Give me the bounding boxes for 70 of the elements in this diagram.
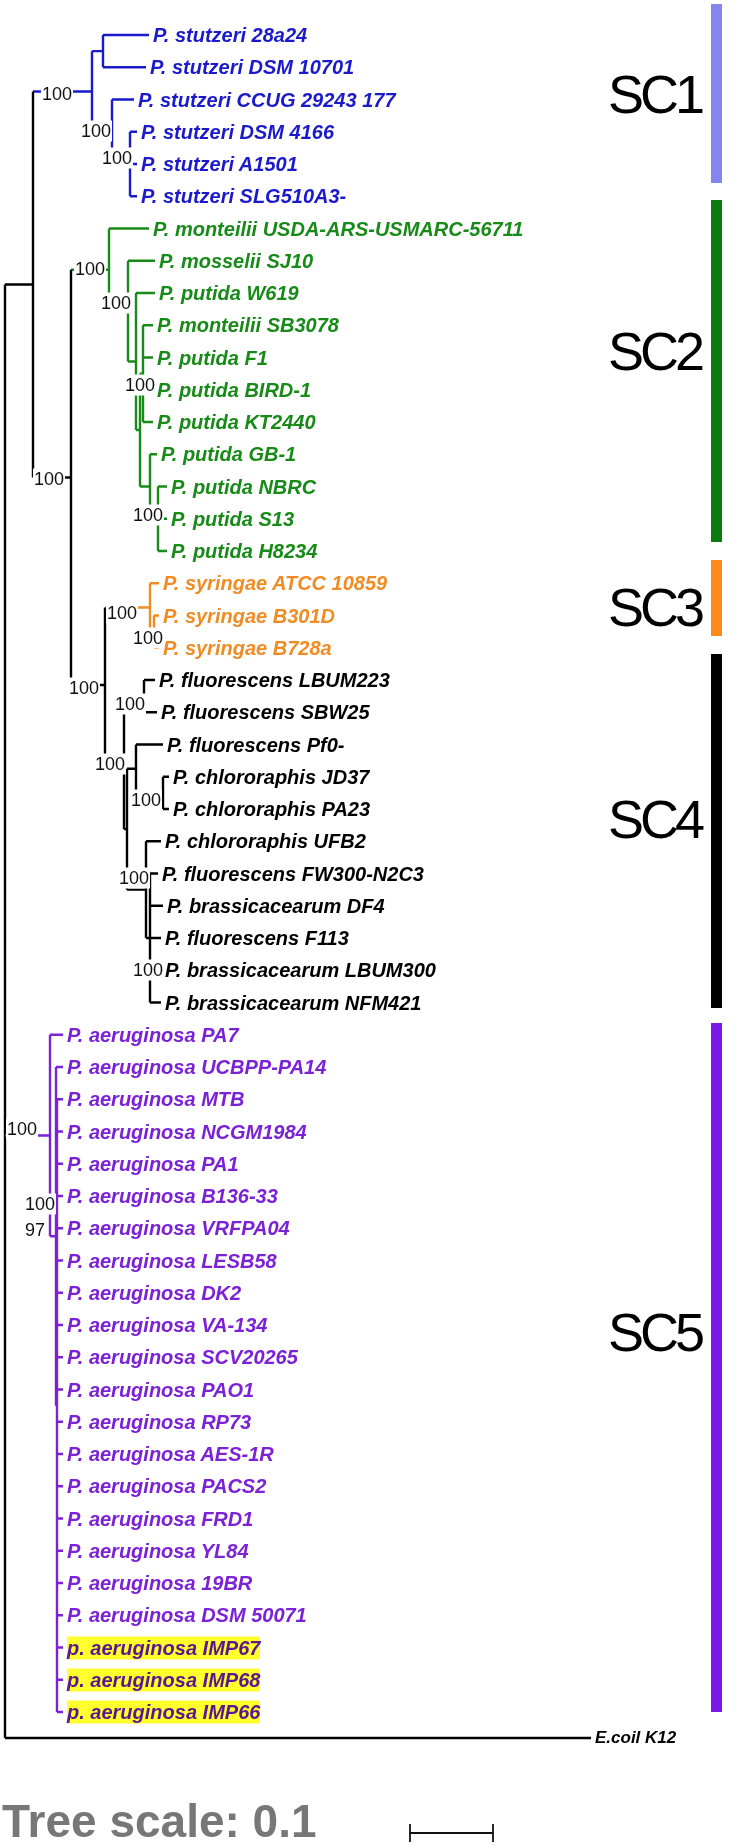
taxon-label: P. syringae B301D: [163, 604, 335, 627]
taxon-label: P. aeruginosa UCBPP-PA14: [67, 1055, 327, 1079]
taxon-label: P. brassicacearum DF4: [167, 894, 385, 918]
clade-label: SC2: [608, 320, 702, 382]
bootstrap-value: 100: [114, 693, 147, 715]
clade-label: SC1: [608, 63, 702, 125]
bootstrap-value: 100: [94, 753, 127, 775]
taxon-label: P. putida KT2440: [157, 410, 316, 434]
taxon-label: P. brassicacearum LBUM300: [165, 958, 436, 982]
bootstrap-value: 100: [124, 374, 157, 396]
taxon-label: P. aeruginosa MTB: [67, 1087, 245, 1111]
taxon-label: P. aeruginosa FRD1: [67, 1507, 254, 1530]
taxon-label: P. stutzeri 28a24: [153, 23, 308, 47]
taxon-label: P. stutzeri DSM 4166: [141, 120, 335, 144]
taxon-label: P. fluorescens LBUM223: [159, 668, 390, 692]
bootstrap-value: 100: [132, 627, 165, 649]
taxon-label: P. putida H8234: [171, 539, 318, 563]
bootstrap-value: 100: [100, 292, 133, 314]
taxon-label: P. fluorescens Pf0-: [167, 733, 345, 756]
bootstrap-value: 100: [132, 504, 165, 526]
taxon-label: P. chlororaphis JD37: [173, 765, 370, 789]
taxon-label: P. fluorescens F113: [165, 926, 349, 950]
taxon-label: P. fluorescens SBW25: [161, 700, 370, 724]
taxon-label: P. aeruginosa PAO1: [67, 1378, 255, 1401]
taxon-label: P. aeruginosa SCV20265: [67, 1345, 298, 1369]
taxon-label: P. aeruginosa AES-1R: [67, 1442, 274, 1466]
scale-label: Tree scale: 0.1: [2, 1794, 317, 1847]
taxon-label: P. aeruginosa DSM 50071: [67, 1603, 307, 1627]
taxon-label: P. stutzeri CCUG 29243 177: [138, 88, 396, 111]
taxon-label: P. aeruginosa DK2: [67, 1281, 242, 1305]
bootstrap-value: 100: [130, 789, 163, 811]
taxon-label: P. putida W619: [159, 281, 299, 305]
taxon-label: P. aeruginosa VRFPA04: [67, 1216, 290, 1240]
taxon-label: P. aeruginosa PACS2: [67, 1474, 267, 1498]
clade-label: SC4: [608, 788, 702, 850]
taxon-label: P. mosselii SJ10: [159, 249, 314, 273]
taxon-label: P. syringae ATCC 10859: [163, 571, 388, 595]
taxon-label: P. putida NBRC: [171, 475, 317, 498]
taxon-label: P. stutzeri DSM 10701: [150, 55, 355, 79]
bootstrap-value: 100: [6, 1118, 39, 1140]
taxon-label: P. stutzeri SLG510A3-: [141, 184, 347, 208]
bootstrap-value: 100: [118, 867, 151, 889]
taxon-label: P. putida BIRD-1: [157, 378, 312, 402]
bootstrap-value: 100: [132, 959, 165, 981]
taxon-label: E.coil K12: [595, 1728, 677, 1748]
clade-label: SC5: [608, 1301, 702, 1363]
taxon-label: P. putida F1: [157, 346, 268, 369]
taxon-label: P. aeruginosa PA7: [67, 1023, 239, 1047]
taxon-label: P. putida S13: [171, 507, 294, 531]
bootstrap-value: 100: [101, 147, 134, 169]
taxon-label: P. aeruginosa YL84: [67, 1539, 249, 1563]
taxon-label: P. aeruginosa NCGM1984: [67, 1120, 307, 1143]
taxon-label: P. stutzeri A1501: [141, 152, 298, 176]
taxon-label: P. aeruginosa PA1: [67, 1152, 239, 1176]
taxon-label: P. aeruginosa VA-134: [67, 1313, 268, 1337]
taxon-label: P. monteilii USDA-ARS-USMARC-56711: [153, 217, 524, 240]
bootstrap-value: 100: [24, 1193, 57, 1215]
taxon-label: P. chlororaphis PA23: [173, 797, 371, 821]
taxon-label: P. syringae B728a: [163, 636, 332, 660]
taxon-label: P. monteilii SB3078: [157, 313, 339, 337]
taxon-label: P. putida GB-1: [161, 442, 297, 466]
taxon-label: P. fluorescens FW300-N2C3: [162, 862, 424, 885]
taxon-label: P. chlororaphis UFB2: [165, 829, 366, 853]
taxon-label: P. aeruginosa 19BR: [67, 1571, 253, 1595]
bootstrap-value: 100: [80, 120, 113, 142]
clade-label: SC3: [608, 576, 702, 638]
taxon-label: P. aeruginosa B136-33: [67, 1184, 278, 1208]
taxon-label: P. brassicacearum NFM421: [165, 991, 422, 1014]
taxon-label: P. aeruginosa RP73: [67, 1410, 252, 1434]
taxon-label: P. aeruginosa LESB58: [67, 1249, 277, 1272]
